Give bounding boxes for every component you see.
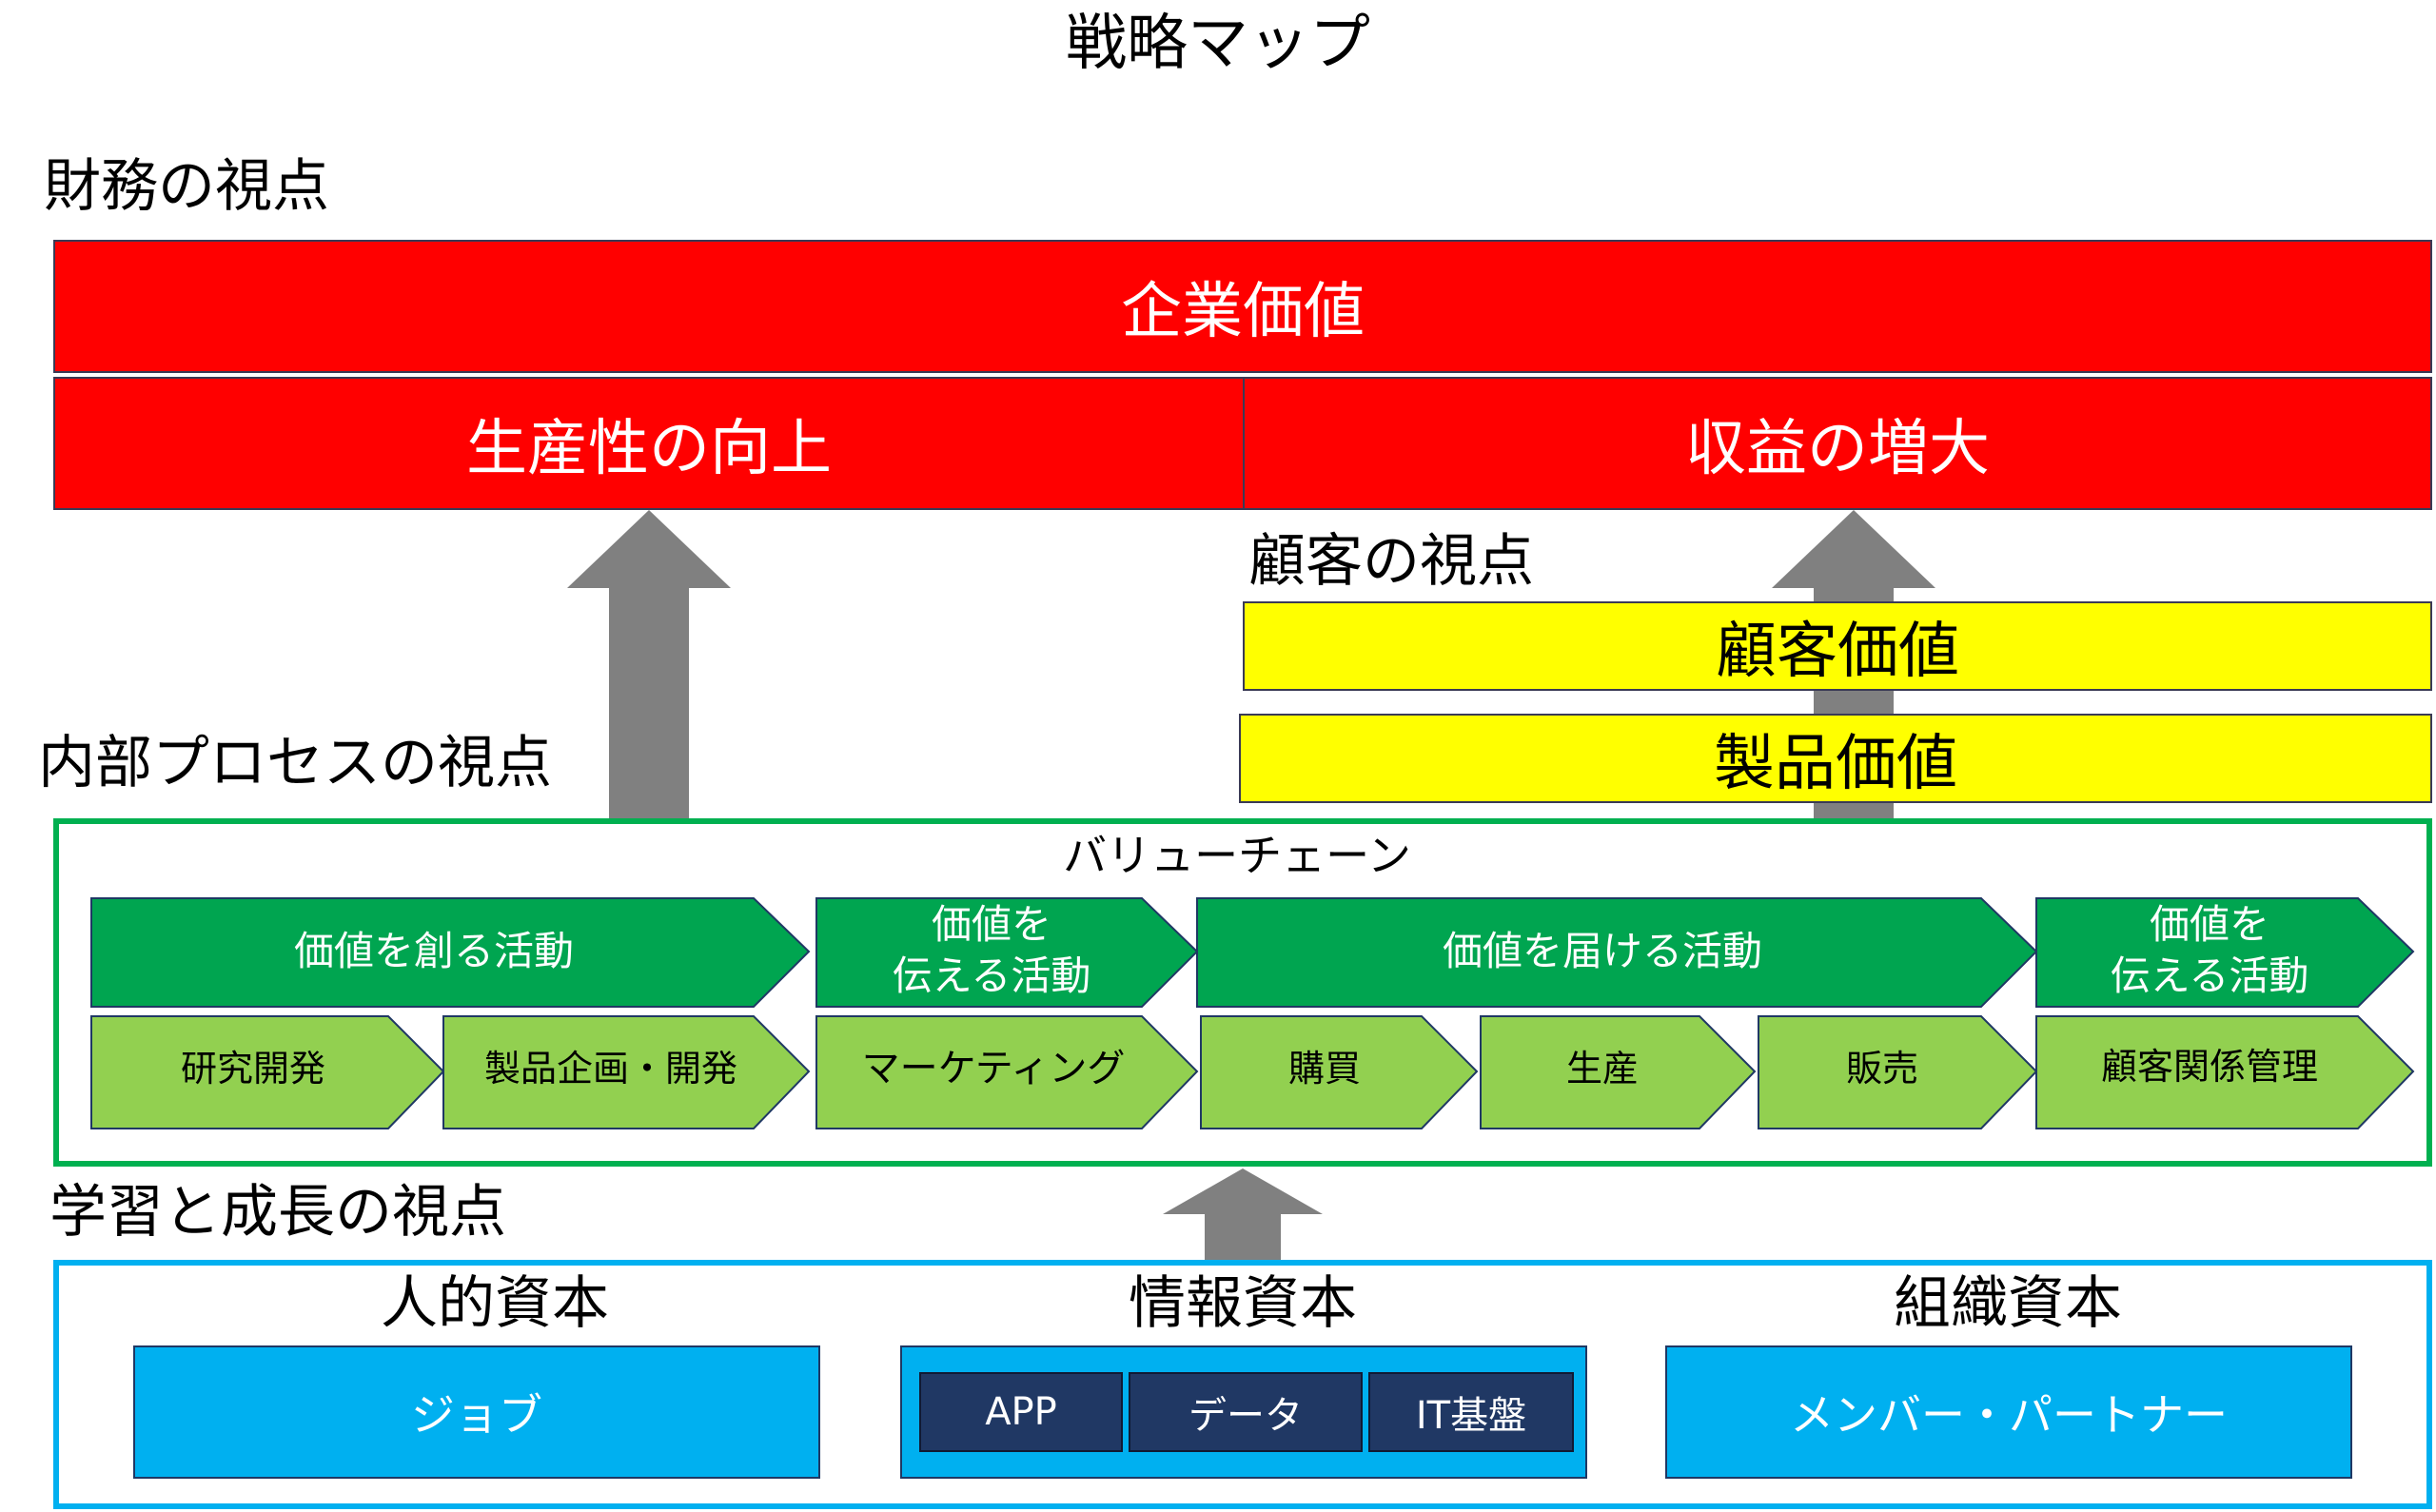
enterprise-value-box: 企業価値 [53,240,2432,373]
activity-label: 価値を [932,901,1051,948]
customer-heading: 顧客の視点 [1248,528,1534,595]
process-arrow [815,1015,1199,1129]
process-arrow [2035,1015,2415,1129]
process-label: 購買 [1288,1048,1361,1090]
page-title: 戦略マップ [1066,9,1370,79]
activity-arrow [815,897,1199,1008]
activity-label: 価値を届ける活動 [1443,928,1762,974]
app-box: APP [919,1372,1123,1452]
learning-frame [53,1260,2432,1509]
activity-arrow [2035,897,2415,1008]
it-infra-box: IT基盤 [1368,1372,1574,1452]
process-label: 製品企画・開発 [484,1048,737,1090]
human-capital-title: 人的資本 [381,1270,609,1337]
activity-arrow [90,897,811,1008]
activity-label: 伝える活動 [893,952,1091,999]
process-label: 研究開発 [181,1048,325,1090]
activity-label: 価値を創る活動 [294,928,574,974]
job-box: ジョブ [133,1345,820,1479]
arrow-up-icon [1163,1168,1323,1260]
value-chain-frame [53,818,2432,1167]
info-capital-title: 情報資本 [1129,1270,1357,1337]
process-arrow [1758,1015,2038,1129]
activity-arrow [1196,897,2038,1008]
arrow-up-icon [567,510,731,824]
org-capital-title: 組織資本 [1894,1270,2122,1337]
internal-heading: 内部プロセスの視点 [38,730,552,796]
data-box: データ [1129,1372,1363,1452]
process-label: 生産 [1566,1048,1639,1090]
productivity-box: 生産性の向上 [53,377,1245,510]
process-arrow [442,1015,811,1129]
process-arrow [1480,1015,1757,1129]
process-label: 販売 [1846,1048,1918,1090]
member-partner-box: メンバー・パートナー [1665,1345,2352,1479]
process-label: マーケティング [862,1047,1126,1090]
customer-value-box: 顧客価値 [1243,601,2432,691]
process-arrow [90,1015,445,1129]
value-chain-title: バリューチェーン [1063,830,1411,881]
learning-heading: 学習と成長の視点 [49,1179,506,1246]
revenue-box: 収益の増大 [1243,377,2432,510]
activity-label: 伝える活動 [2111,952,2309,999]
process-label: 顧客関係管理 [2101,1046,2318,1088]
process-arrow [1200,1015,1479,1129]
financial-heading: 財務の視点 [44,153,329,220]
activity-label: 価値を [2150,901,2269,948]
product-value-box: 製品価値 [1239,714,2432,803]
